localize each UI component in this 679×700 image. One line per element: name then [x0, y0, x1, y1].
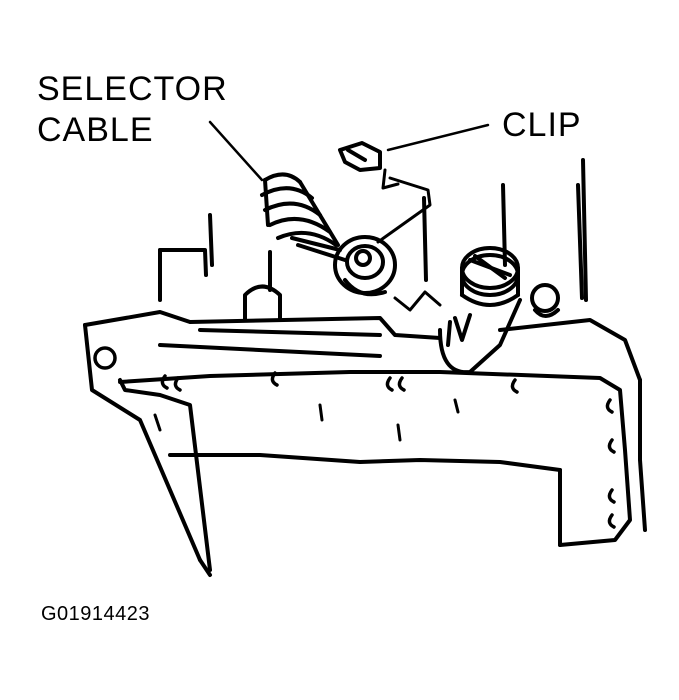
selector-cable-leader	[208, 120, 264, 182]
cable-end	[333, 235, 397, 297]
clip-label: CLIP	[502, 106, 582, 144]
pan-details	[153, 398, 460, 442]
clip-leader	[386, 123, 490, 152]
oil-pan-flange	[83, 310, 647, 577]
clip-part	[338, 141, 382, 172]
selector-cable	[260, 172, 347, 262]
selector-lever	[393, 246, 560, 375]
selector-label-line1: SELECTOR	[37, 70, 228, 108]
install-arrow	[376, 168, 432, 244]
bolt-holes	[93, 346, 616, 529]
case-boss	[243, 284, 282, 322]
figure-code: G01914423	[41, 603, 151, 625]
case-outline	[158, 158, 588, 302]
selector-label-line2: CABLE	[37, 111, 154, 149]
